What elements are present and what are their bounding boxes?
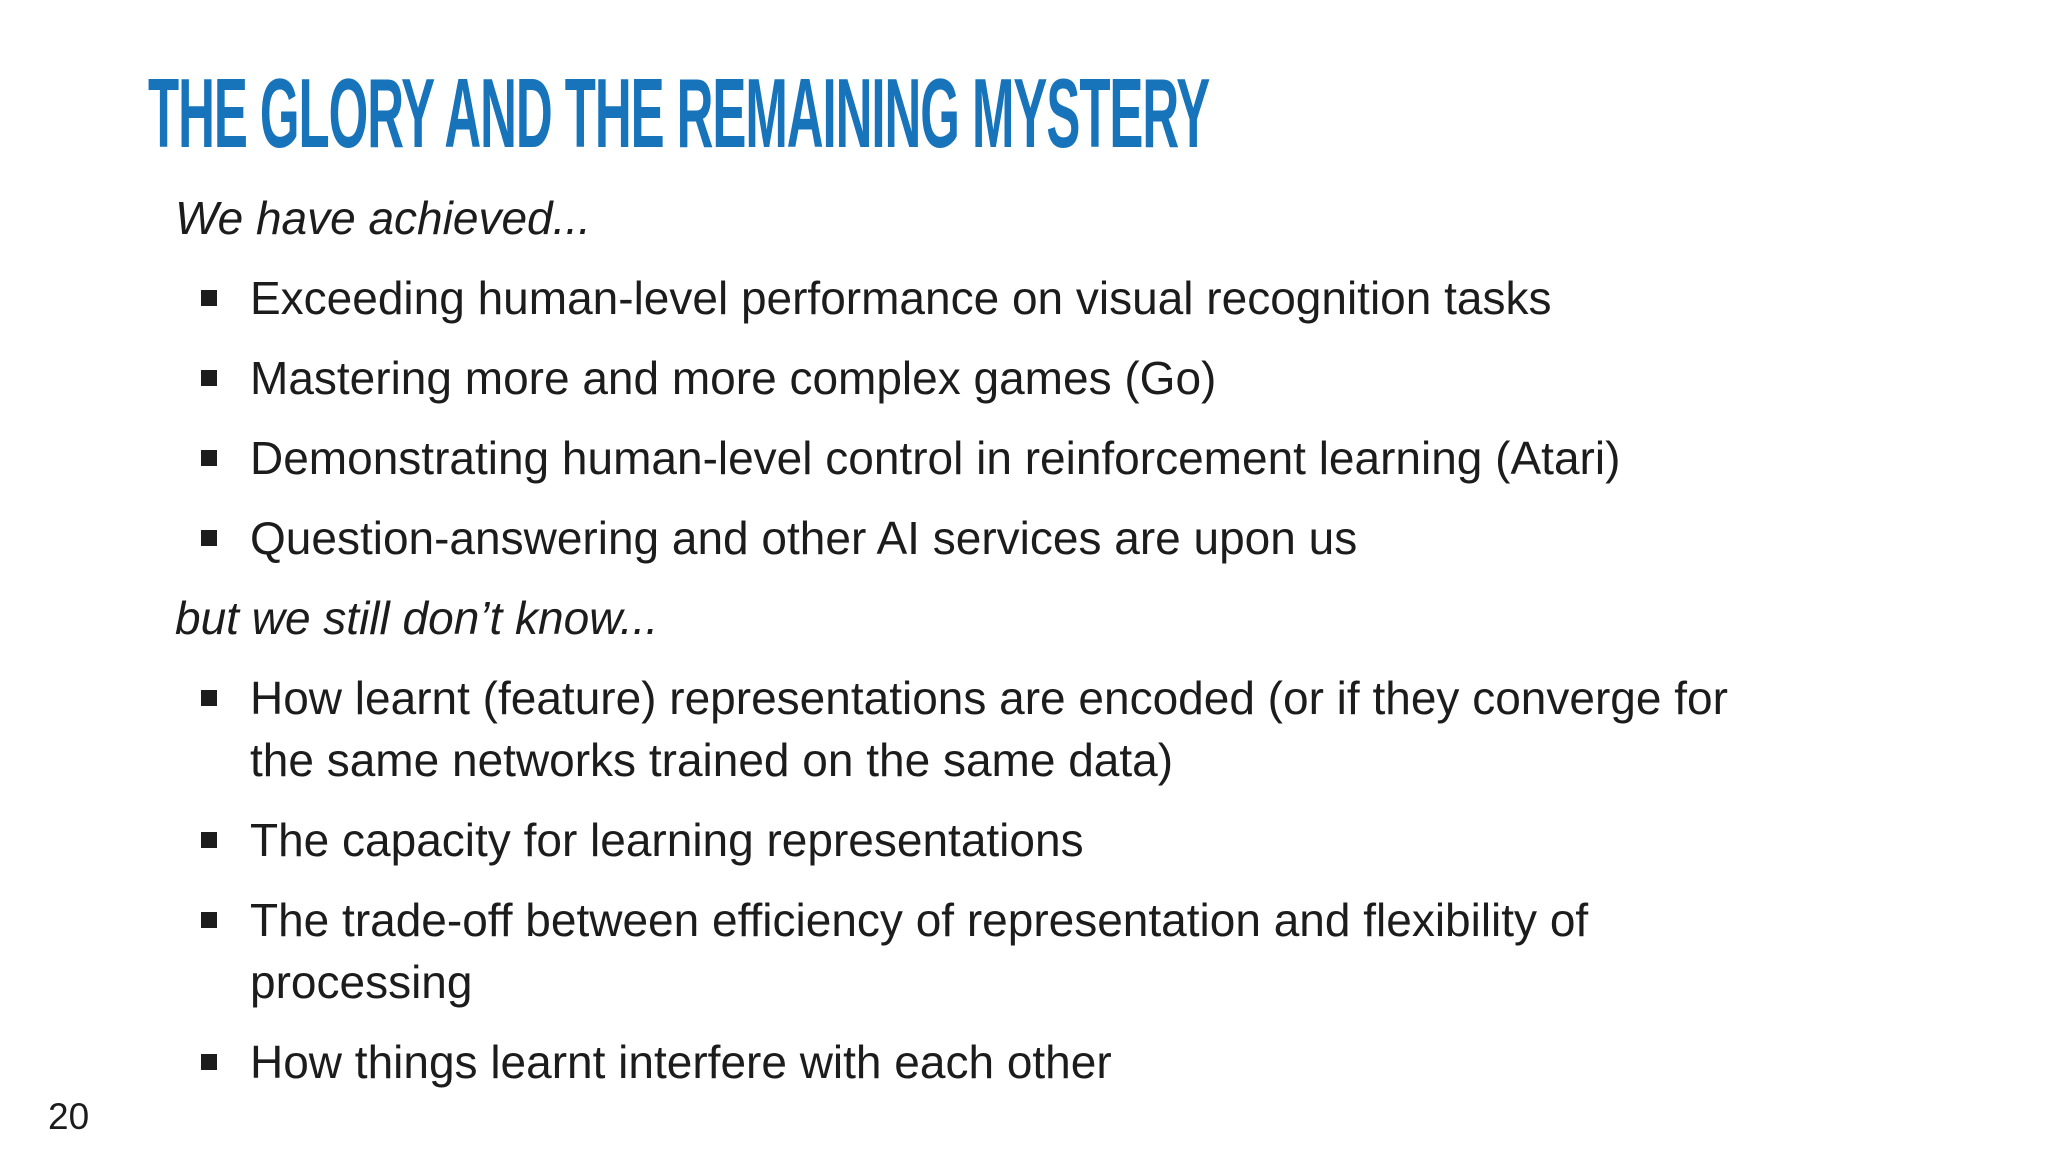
slide-title: THE GLORY AND THE REMAINING MYSTERY: [148, 58, 1210, 168]
list-item: The capacity for learning representation…: [175, 809, 2035, 871]
bullet-text: The capacity for learning representation…: [250, 814, 1084, 866]
bullet-square-icon: [201, 290, 217, 306]
bullet-square-icon: [201, 370, 217, 386]
bullet-square-icon: [201, 1054, 217, 1070]
page-number: 20: [48, 1096, 90, 1137]
list-item: Demonstrating human-level control in rei…: [175, 427, 2035, 489]
list-item: How learnt (feature) representations are…: [175, 667, 2035, 791]
bullet-text: Demonstrating human-level control in rei…: [250, 432, 1621, 484]
section-header-unknowns: but we still don’t know...: [175, 592, 659, 644]
list-item: Question-answering and other AI services…: [175, 507, 2035, 569]
bullet-text: How learnt (feature) representations are…: [250, 672, 1728, 786]
slide-body: We have achieved... Exceeding human-leve…: [175, 187, 2035, 1111]
bullet-text: Exceeding human-level performance on vis…: [250, 272, 1552, 324]
achievements-list: Exceeding human-level performance on vis…: [175, 267, 2035, 569]
bullet-square-icon: [201, 832, 217, 848]
bullet-text: Mastering more and more complex games (G…: [250, 352, 1217, 404]
list-item: Exceeding human-level performance on vis…: [175, 267, 2035, 329]
list-item: Mastering more and more complex games (G…: [175, 347, 2035, 409]
bullet-square-icon: [201, 912, 217, 928]
list-item: The trade-off between efficiency of repr…: [175, 889, 2035, 1013]
bullet-square-icon: [201, 450, 217, 466]
bullet-text: The trade-off between efficiency of repr…: [250, 894, 1589, 1008]
unknowns-list: How learnt (feature) representations are…: [175, 667, 2035, 1093]
bullet-square-icon: [201, 530, 217, 546]
list-item: How things learnt interfere with each ot…: [175, 1031, 2035, 1093]
bullet-text: Question-answering and other AI services…: [250, 512, 1358, 564]
section-header-achieved: We have achieved...: [175, 192, 591, 244]
bullet-text: How things learnt interfere with each ot…: [250, 1036, 1112, 1088]
bullet-square-icon: [201, 690, 217, 706]
